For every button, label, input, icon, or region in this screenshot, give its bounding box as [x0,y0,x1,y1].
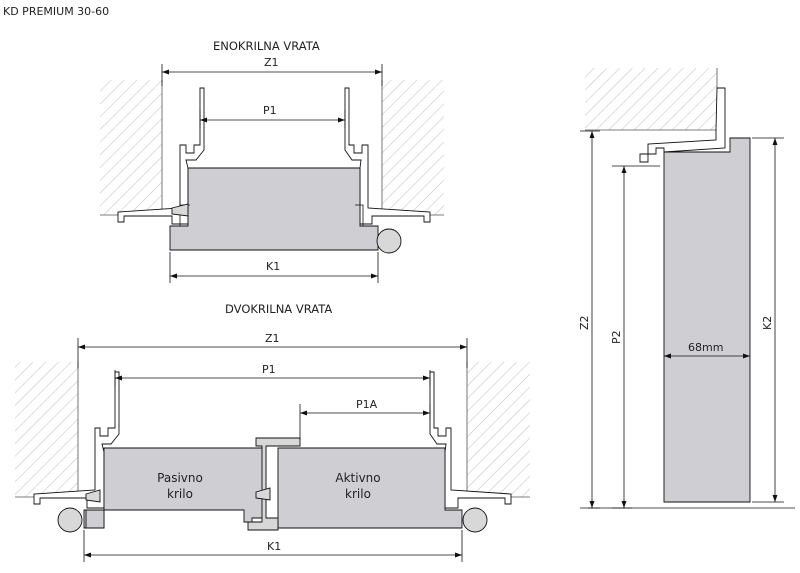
frame-head [639,87,726,163]
hinge-icon [57,507,83,533]
wall-head [585,68,717,130]
passive-leaf-label: Pasivno [157,471,203,485]
screw-icon [255,487,271,501]
single-door-section: ENOKRILNA VRATA Z1 P1 [100,39,444,283]
double-door-section: DVOKRILNA VRATA Pasivno krilo Aktivno kr… [15,302,530,562]
dimension-p1a: P1A [356,398,378,411]
door-leaf-vertical [663,137,751,503]
page-title: KD PREMIUM 30-60 [3,5,109,18]
screw-icon [171,203,189,217]
screw-icon [85,489,101,503]
dimension-z1: Z1 [264,56,279,69]
frame-left [33,371,120,509]
dimension-p1: P1 [262,363,276,376]
wall-right [467,362,530,497]
active-leaf-label: Aktivno [335,471,380,485]
frame-right [429,371,512,509]
wall-left [15,362,78,497]
thickness-label: 68mm [688,341,723,354]
dimension-p2: P2 [610,330,623,344]
dimension-z2: Z2 [578,315,591,330]
dimension-k1: K1 [266,260,280,273]
dimension-z1: Z1 [265,332,280,345]
wall-right [382,80,444,215]
dimension-p1: P1 [263,104,277,117]
dimension-k1: K1 [267,540,281,553]
door-leaf [169,167,379,251]
rebate-profile [247,437,301,531]
dimension-k2: K2 [761,316,774,330]
frame-right [344,87,431,225]
vertical-section: Z2 P2 K2 68mm [578,68,795,509]
hinge-icon [376,228,402,254]
frame-left [117,87,205,225]
double-door-heading: DVOKRILNA VRATA [225,302,332,316]
active-leaf-label: krilo [345,487,371,501]
wall-left [100,80,162,215]
hinge-icon [462,507,488,533]
passive-leaf-label: krilo [167,487,193,501]
single-door-heading: ENOKRILNA VRATA [213,39,320,53]
